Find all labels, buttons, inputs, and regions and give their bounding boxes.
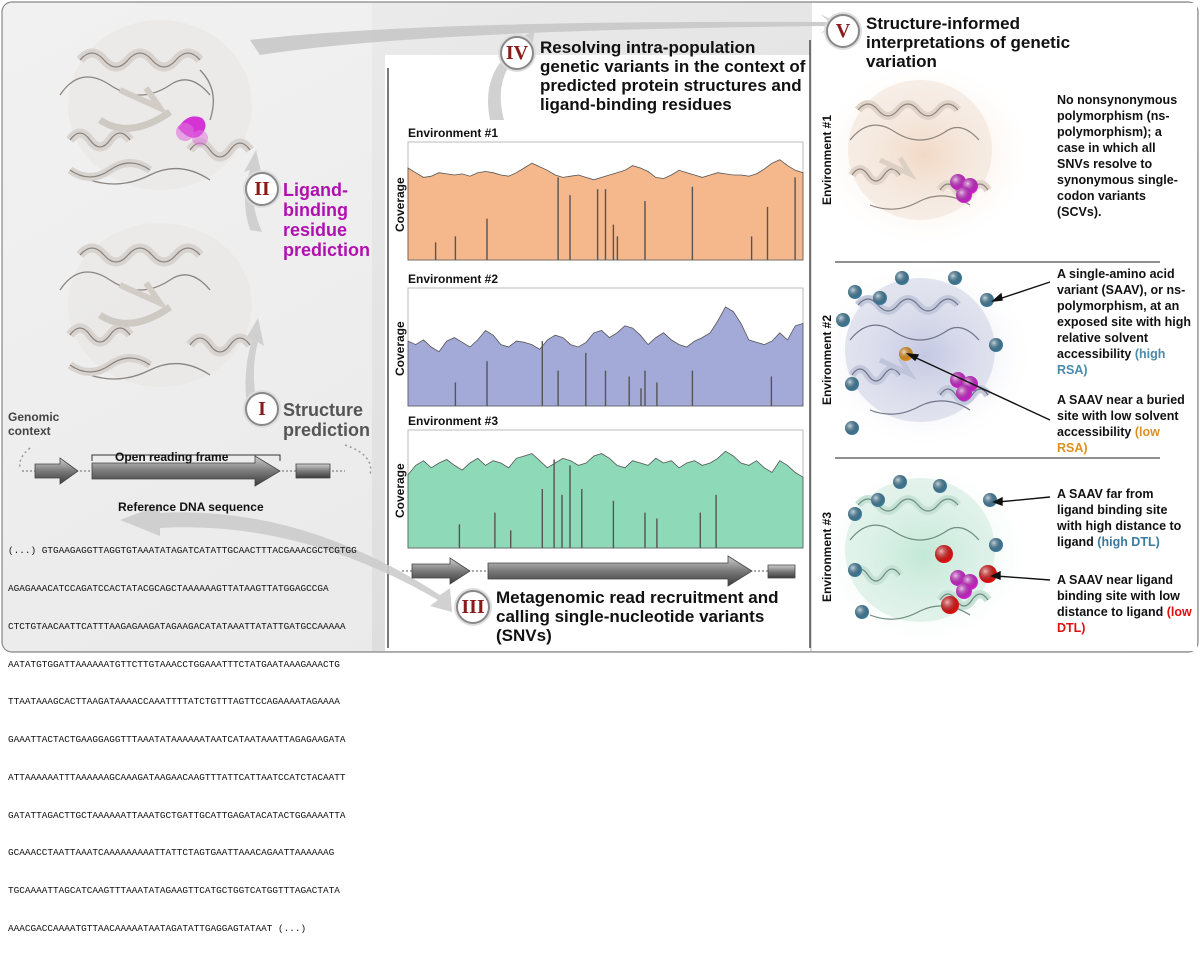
orf-arrow bbox=[91, 455, 281, 487]
stage-III-title: Metagenomic read recruitment and calling… bbox=[496, 588, 779, 645]
right-env2-label: Environment #2 bbox=[820, 314, 834, 405]
env1-ligand bbox=[950, 174, 978, 203]
coverage-charts bbox=[407, 141, 804, 549]
dna-line: TTAATAAAGCACTTAAGATAAAACCAAATTTTATCTGTTT… bbox=[8, 696, 340, 708]
dna-line: CTCTGTAACAATTCATTTAAGAGAAGATAGAAGACATATA… bbox=[8, 620, 346, 632]
stage-I-title: Structure prediction bbox=[283, 400, 371, 440]
high-dtl-tag: (high DTL) bbox=[1097, 535, 1160, 549]
env3-chart-title: Environment #3 bbox=[408, 414, 499, 428]
dna-line: (...) GTGAAGAGGTTAGGTGTAAATATAGATCATATTG… bbox=[8, 545, 357, 557]
env2-protein bbox=[845, 278, 995, 422]
right-env3-label: Environment #3 bbox=[820, 511, 834, 602]
figure-graphics bbox=[1, 1, 1199, 653]
gene-arrows-left bbox=[22, 455, 345, 487]
right-env1-label: Environment #1 bbox=[820, 114, 834, 205]
high-rsa-tag: (high RSA) bbox=[1057, 347, 1166, 377]
low-dtl-tag: (low DTL) bbox=[1057, 605, 1192, 635]
ligand-binding-residues bbox=[176, 116, 208, 146]
orf-label: Open reading frame bbox=[115, 450, 229, 464]
note-env3-near: A SAAV near ligand binding site with low… bbox=[1057, 572, 1193, 636]
note-env3-near-text: A SAAV near ligand binding site with low… bbox=[1057, 573, 1180, 619]
note-env1: No nonsynonymous polymorphism (ns-polymo… bbox=[1057, 93, 1178, 219]
dna-line: TGCAAAATTAGCATCAAGTTTAAATATAGAAGTTCATGCT… bbox=[8, 885, 340, 897]
dna-line: GATATTAGACTTGCTAAAAAATTAAATGCTGATTGCATTG… bbox=[8, 809, 346, 821]
dna-line: AATATGTGGATTAAAAAATGTTCTTGTAAACCTGGAAATT… bbox=[8, 658, 340, 670]
stage-II-title: Ligand-binding residue prediction bbox=[283, 180, 371, 260]
env2-exposed-saav-spheres bbox=[836, 271, 1003, 435]
dna-line: GAAATTACTACTGAAGGAGGTTTAAATATAAAAAATAATC… bbox=[8, 734, 346, 746]
low-rsa-tag: (low RSA) bbox=[1057, 425, 1160, 455]
stage-IV-numeral: IV bbox=[500, 36, 534, 70]
gene-arrows-middle bbox=[402, 555, 796, 587]
env1-chart-title: Environment #1 bbox=[408, 126, 499, 140]
env3-ligand bbox=[950, 570, 978, 599]
reference-dna-sequence: (...) GTGAAGAGGTTAGGTGTAAATATAGATCATATTG… bbox=[8, 520, 357, 961]
dna-line: AAACGACCAAAATGTTAACAAAAATAATAGATATTGAGGA… bbox=[8, 923, 307, 934]
flow-arrow-top bbox=[250, 14, 840, 55]
note-env2-exposed: A single-amino acid variant (SAAV), or n… bbox=[1057, 266, 1193, 378]
note-env2-buried: A SAAV near a buried site with low solve… bbox=[1057, 392, 1193, 456]
stage-V-title: Structure-informed interpretations of ge… bbox=[866, 14, 1071, 71]
env3-near-saav-spheres bbox=[935, 545, 997, 614]
note-env3-far-text: A SAAV far from ligand binding site with… bbox=[1057, 487, 1182, 549]
stage-V-numeral: V bbox=[826, 14, 860, 48]
note-env3-far: A SAAV far from ligand binding site with… bbox=[1057, 486, 1193, 550]
dna-line: AGAGAAACATCCAGATCCACTATACGCAGCTAAAAAAGTT… bbox=[8, 582, 329, 594]
note-env2-exposed-text: A single-amino acid variant (SAAV), or n… bbox=[1057, 267, 1192, 361]
figure: II I III IV V Ligand-binding residue pre… bbox=[1, 1, 1199, 934]
protein-structure-top bbox=[59, 20, 254, 190]
dna-line: ATTAAAAAATTTAAAAAAGCAAAGATAAGAACAAGTTTAT… bbox=[8, 771, 346, 783]
env2-chart-title: Environment #2 bbox=[408, 272, 499, 286]
env3-coverage-axis-label: Coverage bbox=[393, 463, 407, 518]
coverage-area bbox=[407, 306, 804, 407]
dna-line: GCAAACCTAATTAAATCAAAAAAAAATTATTCTAGTGAAT… bbox=[8, 847, 335, 859]
env3-protein bbox=[845, 478, 995, 622]
env2-ligand bbox=[950, 372, 978, 401]
stage-III-numeral: III bbox=[456, 590, 490, 624]
env2-buried-saav-sphere bbox=[899, 347, 913, 361]
flow-arrow-IV bbox=[488, 30, 535, 120]
protein-structure-bottom bbox=[59, 223, 254, 387]
stage-II-numeral: II bbox=[245, 172, 279, 206]
annotation-arrows bbox=[905, 281, 1051, 581]
env1-coverage-axis-label: Coverage bbox=[393, 177, 407, 232]
flow-arrow-III bbox=[120, 505, 452, 612]
stage-IV-title: Resolving intra-population genetic varia… bbox=[540, 38, 806, 114]
env2-coverage-axis-label: Coverage bbox=[393, 321, 407, 376]
stage-I-numeral: I bbox=[245, 392, 279, 426]
note-env2-buried-text: A SAAV near a buried site with low solve… bbox=[1057, 393, 1185, 439]
coverage-area bbox=[407, 450, 804, 549]
env3-far-saav-spheres bbox=[848, 475, 1003, 619]
genomic-context-label: Genomic context bbox=[8, 410, 60, 438]
reference-dna-title: Reference DNA sequence bbox=[118, 500, 264, 514]
